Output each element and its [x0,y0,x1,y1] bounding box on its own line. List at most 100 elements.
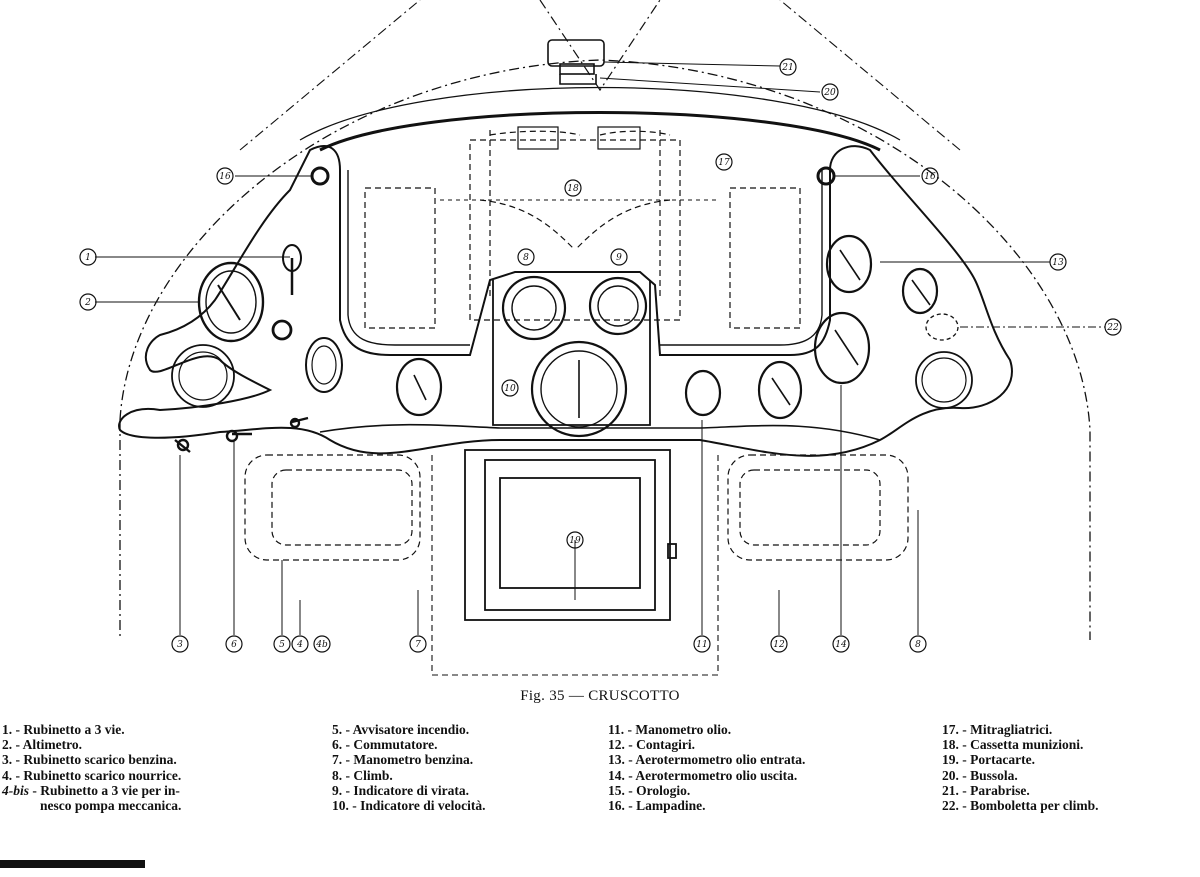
legend-item: 14. - Aerotermometro olio uscita. [608,767,798,783]
callout-label-19: 19 [569,536,581,546]
callout-label-3: 3 [177,640,183,650]
callout-11 [693,635,711,653]
legend-item: 8. - Climb. [332,767,393,783]
legend-item: 11. - Manometro olio. [608,722,732,737]
callout-label-7: 7 [415,640,421,650]
map-case-portacarte [464,449,677,621]
panel-outline [118,145,1013,457]
legend-item: 9. - Indicatore di virata. [332,782,469,798]
callout-label-2: 2 [84,298,91,308]
legend-column-1: 1. - Rubinetto a 3 vie. 2. - Altimetro. … [2,722,181,813]
legend-item: 1. - Rubinetto a 3 vie. [2,722,125,737]
fuel-pressure-gauge [395,357,443,417]
legend-item: 18. - Cassetta munizioni. [942,737,1084,753]
callout-4 [291,635,309,653]
callout-13 [1049,253,1067,271]
callout-label-18: 18 [567,184,579,194]
leader-lines [95,61,1105,635]
callout-16-bottom [909,635,927,653]
callout-label-9: 9 [616,253,622,263]
callout-10 [501,379,519,397]
callout-18 [564,179,582,197]
legend-column-3: 11. - Manometro olio. 12. - Contagiri. 1… [608,722,805,813]
legend-item: 4-bis - Rubinetto a 3 vie per in- [2,782,180,798]
turn-indicator [588,276,648,336]
callout-label-16b: 16 [924,172,936,182]
callout-19 [566,531,584,549]
callout-circles [79,58,1122,653]
callout-7 [409,635,427,653]
legend-item: 2. - Altimetro. [2,737,82,753]
callout-21 [779,58,797,76]
dashboard-drawing: 1 2 16 16 17 18 8 9 10 19 21 20 13 22 3 … [79,0,1122,676]
climb-gauge [501,275,567,341]
callout-label-16c: 8 [915,640,921,650]
callout-6 [225,635,243,653]
tachometer [757,360,803,420]
callout-label-4bis: 4b [315,640,328,650]
callout-label-10: 10 [504,384,516,394]
callout-label-8: 8 [523,253,529,263]
callout-3 [171,635,189,653]
speed-indicator [530,340,628,438]
scan-artifact-bar [0,860,145,868]
callout-label-21: 21 [781,63,793,73]
callout-12 [770,635,788,653]
legend-item: 20. - Bussola. [942,767,1018,783]
lower-pockets [244,454,909,561]
legend-item: 19. - Portacarte. [942,752,1035,768]
callout-label-22: 22 [1106,323,1119,333]
legend: 1. - Rubinetto a 3 vie. 2. - Altimetro. … [0,722,1200,832]
legend-item: 12. - Contagiri. [608,737,695,753]
legend-item: 10. - Indicatore di velocità. [332,798,486,814]
callout-label-4: 4 [296,640,303,650]
legend-item: 5. - Avvisatore incendio. [332,722,470,737]
callout-2 [79,293,97,311]
legend-item: 3. - Rubinetto scarico benzina. [2,752,177,768]
figure-caption: Fig. 35 — CRUSCOTTO [520,688,680,704]
callout-9 [610,248,628,266]
machine-guns-outline [364,130,801,329]
panel-top-arc [319,111,881,152]
callout-label-6: 6 [231,640,237,650]
callout-label-1: 1 [85,253,91,263]
lamp-left [310,166,330,186]
oil-temp-out [813,311,871,385]
callout-label-5: 5 [279,640,285,650]
callout-14 [832,635,850,653]
legend-item: 22. - Bomboletta per climb. [942,798,1099,814]
callout-16-left [216,167,234,185]
lamp-right [816,166,836,186]
legend-item: 21. - Parabrise. [942,782,1030,798]
legend-item: 4. - Rubinetto scarico nourrice. [2,767,182,783]
callout-8 [517,248,535,266]
callout-16-right [921,167,939,185]
callout-label-14: 14 [835,640,847,650]
windscreen-frame [539,0,661,92]
legend-item: 17. - Mitragliatrici. [942,722,1053,737]
oil-pressure-gauge [684,369,722,417]
legend-item: 13. - Aerotermometro olio entrata. [608,752,806,768]
callout-label-13: 13 [1052,258,1064,268]
callout-4bis [313,635,331,653]
legend-item: 16. - Lampadine. [608,798,706,814]
callout-label-16a: 16 [219,172,231,182]
callout-20 [821,83,839,101]
callout-5 [273,635,291,653]
legend-item: 7. - Manometro benzina. [332,752,474,768]
callout-label-11: 11 [696,640,707,650]
clock-orologio [305,337,343,393]
legend-column-2: 5. - Avvisatore incendio. 6. - Commutato… [332,722,485,813]
legend-item: 15. - Orologio. [608,782,691,798]
legend-item-continued: nesco pompa meccanica. [40,798,182,814]
legend-column-4: 17. - Mitragliatrici. 18. - Cassetta mun… [942,722,1098,813]
callout-1 [79,248,97,266]
legend-item: 6. - Commutatore. [332,737,438,753]
callout-label-12: 12 [773,640,785,650]
callout-17 [715,153,733,171]
fuel-levers [174,416,309,453]
callout-label-17: 17 [718,158,730,168]
callout-22 [1104,318,1122,336]
oil-temp-in [825,234,873,294]
callout-label-20: 20 [823,88,836,98]
